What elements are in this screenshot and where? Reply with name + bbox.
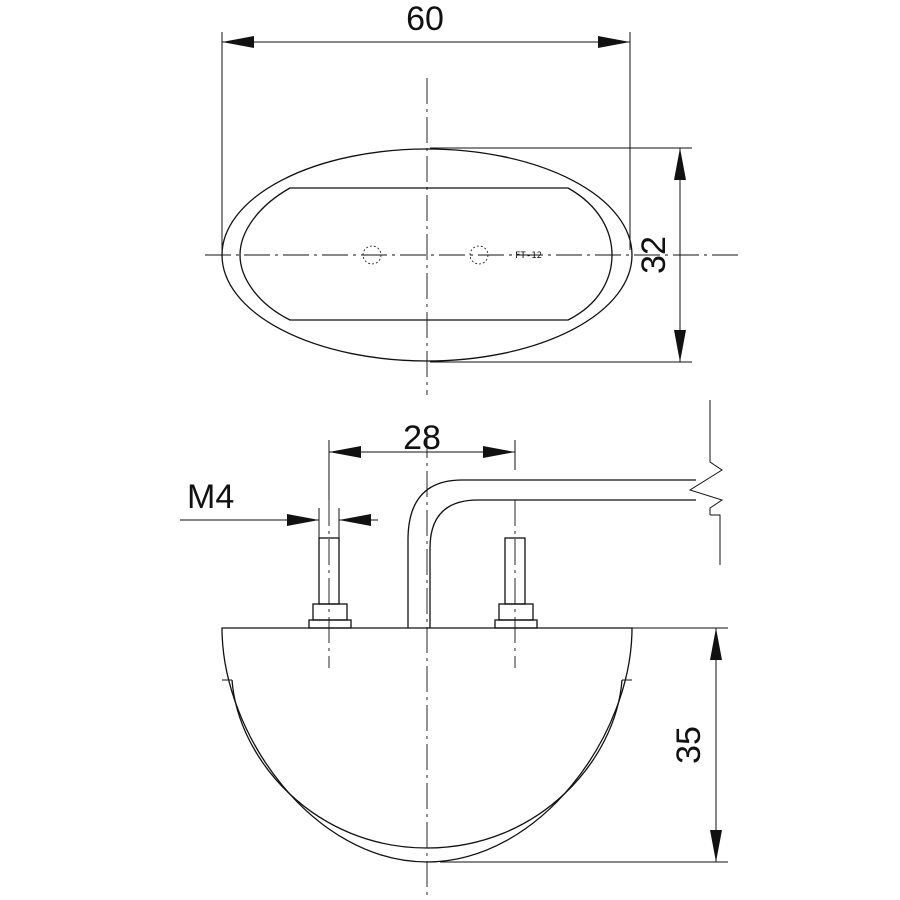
left-nut — [312, 603, 348, 621]
left-washer — [308, 619, 352, 629]
height-dimension-label: 32 — [635, 236, 673, 274]
depth-dimension-label: 35 — [670, 726, 708, 764]
side-view: 28 M4 35 — [180, 400, 728, 900]
stud-spacing-label: 28 — [403, 419, 441, 457]
top-view: FT-12 60 32 — [205, 0, 740, 395]
hidden-hole-left — [362, 245, 382, 265]
break-line — [688, 400, 724, 565]
lens-window — [239, 187, 613, 321]
right-washer — [494, 619, 538, 629]
width-dimension-label: 60 — [406, 0, 444, 38]
thread-label: M4 — [187, 478, 234, 516]
mounting-bracket-inner — [429, 499, 696, 628]
mounting-bracket — [407, 479, 696, 628]
hidden-hole-right — [469, 245, 489, 265]
right-nut — [498, 603, 534, 621]
part-label: FT-12 — [515, 251, 542, 261]
